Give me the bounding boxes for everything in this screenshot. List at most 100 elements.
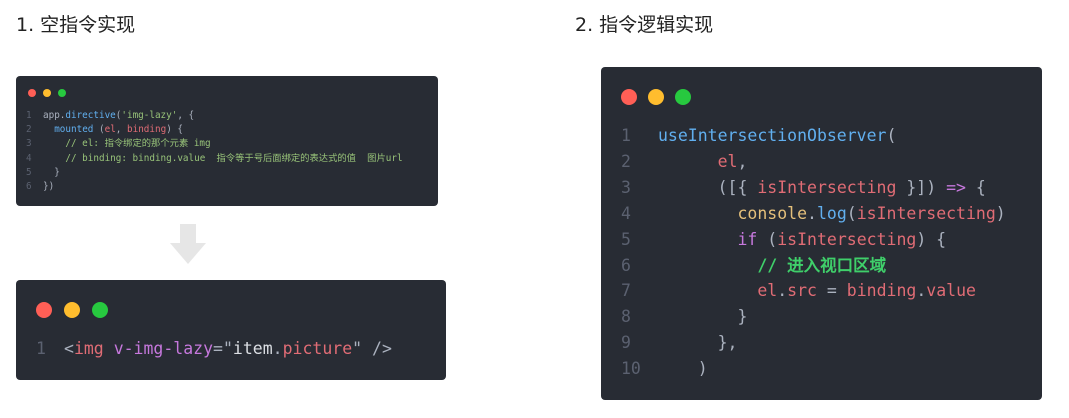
code-token bbox=[658, 256, 757, 275]
code-token: ) bbox=[995, 203, 1006, 223]
code-line: 5 } bbox=[26, 166, 403, 180]
line-number: 2 bbox=[26, 124, 32, 136]
code-token: useIntersectionObserver bbox=[658, 126, 887, 145]
line-number: 8 bbox=[621, 307, 631, 327]
line-number: 3 bbox=[621, 177, 631, 197]
code-line: 1 app.directive('img-lazy', { bbox=[26, 109, 403, 123]
code-token: console bbox=[737, 203, 808, 223]
code-token: // binding: binding.value 指令等于号后面绑定的表达式的… bbox=[65, 152, 403, 164]
code-token: el bbox=[717, 151, 738, 171]
code-token: ( bbox=[93, 124, 105, 136]
line-number: 2 bbox=[621, 151, 631, 171]
code-token: src bbox=[787, 281, 817, 301]
code-token: < bbox=[64, 339, 74, 358]
code-token: ( bbox=[757, 229, 778, 249]
code-token: }]) bbox=[896, 177, 947, 197]
code-block: 1 <img v-img-lazy="item.picture" /> bbox=[36, 338, 392, 360]
code-token: = bbox=[816, 281, 847, 301]
code-token bbox=[104, 339, 114, 358]
down-arrow-icon bbox=[170, 224, 206, 264]
code-token: // 进入视口区域 bbox=[757, 255, 887, 275]
code-token: binding bbox=[846, 281, 917, 301]
heading-directive-logic: 2. 指令逻辑实现 bbox=[575, 14, 714, 36]
code-token: , { bbox=[177, 110, 195, 121]
line-number: 6 bbox=[26, 181, 32, 193]
code-line: 2 mounted (el, binding) { bbox=[26, 123, 403, 137]
code-token: isIntersecting bbox=[777, 229, 917, 249]
close-dot-icon bbox=[36, 302, 52, 318]
code-token: . bbox=[807, 203, 817, 223]
code-token: app. bbox=[43, 110, 66, 121]
window-controls bbox=[36, 302, 120, 318]
code-token: value bbox=[926, 281, 976, 301]
code-line: 7 el.src = binding.value bbox=[621, 278, 1006, 304]
code-line: 6 // 进入视口区域 bbox=[621, 253, 1006, 279]
code-token: =" bbox=[213, 339, 233, 358]
code-token: v-img-lazy bbox=[113, 339, 214, 358]
code-token: ) { bbox=[166, 124, 183, 136]
code-token: ) bbox=[658, 359, 708, 379]
code-token: } bbox=[43, 166, 60, 178]
code-line: 6}) bbox=[26, 180, 403, 194]
maximize-dot-icon bbox=[675, 89, 691, 105]
minimize-dot-icon bbox=[64, 302, 80, 318]
code-token: " /> bbox=[352, 339, 392, 358]
code-line: 5 if (isIntersecting) { bbox=[621, 227, 1006, 253]
code-token bbox=[43, 138, 65, 149]
line-number: 7 bbox=[621, 281, 631, 301]
code-panel-usage: 1 <img v-img-lazy="item.picture" /> bbox=[16, 280, 446, 380]
line-number: 1 bbox=[36, 339, 46, 358]
line-number: 1 bbox=[621, 126, 631, 145]
code-token: , bbox=[737, 151, 748, 171]
code-token: }) bbox=[43, 181, 55, 193]
code-token: , bbox=[115, 124, 127, 136]
line-number: 1 bbox=[26, 110, 32, 121]
maximize-dot-icon bbox=[92, 302, 108, 318]
code-token: // el: 指令绑定的那个元素 img bbox=[65, 138, 211, 150]
code-token: el bbox=[757, 281, 778, 301]
code-line: 4 console.log(isIntersecting) bbox=[621, 201, 1006, 227]
minimize-dot-icon bbox=[648, 89, 664, 105]
code-token: if bbox=[737, 229, 758, 249]
line-number: 3 bbox=[26, 138, 32, 150]
code-token: 'img-lazy' bbox=[121, 110, 178, 121]
line-number: 4 bbox=[621, 203, 631, 223]
close-dot-icon bbox=[621, 89, 637, 105]
maximize-dot-icon bbox=[58, 89, 66, 97]
code-token: item bbox=[232, 339, 273, 358]
code-line: 2 el, bbox=[621, 149, 1006, 175]
window-controls bbox=[621, 89, 702, 105]
code-token: el bbox=[104, 124, 116, 136]
code-token: . bbox=[272, 339, 283, 358]
code-token: isIntersecting bbox=[856, 203, 996, 223]
minimize-dot-icon bbox=[43, 89, 51, 97]
code-token: directive bbox=[65, 110, 116, 121]
code-token: { bbox=[965, 177, 986, 197]
code-token: . bbox=[916, 281, 927, 301]
code-token: ) { bbox=[916, 229, 947, 249]
code-token: picture bbox=[282, 339, 353, 358]
code-token: log bbox=[816, 203, 847, 223]
code-token: => bbox=[946, 177, 966, 197]
code-token bbox=[658, 152, 718, 171]
code-token: ( bbox=[115, 110, 122, 121]
code-line: 10 ) bbox=[621, 356, 1006, 382]
line-number: 5 bbox=[26, 166, 32, 178]
code-token: } bbox=[658, 307, 748, 327]
line-number: 10 bbox=[621, 359, 641, 379]
code-line: 9 }, bbox=[621, 330, 1006, 356]
close-dot-icon bbox=[28, 89, 36, 97]
code-token: ([{ bbox=[658, 177, 758, 197]
code-token: }, bbox=[658, 333, 738, 353]
code-token bbox=[658, 230, 737, 249]
code-token: ( bbox=[846, 203, 857, 223]
code-token: img bbox=[73, 339, 104, 358]
code-token bbox=[43, 124, 54, 135]
code-line: 4 // binding: binding.value 指令等于号后面绑定的表达… bbox=[26, 152, 403, 166]
heading-empty-directive: 1. 空指令实现 bbox=[16, 14, 136, 36]
